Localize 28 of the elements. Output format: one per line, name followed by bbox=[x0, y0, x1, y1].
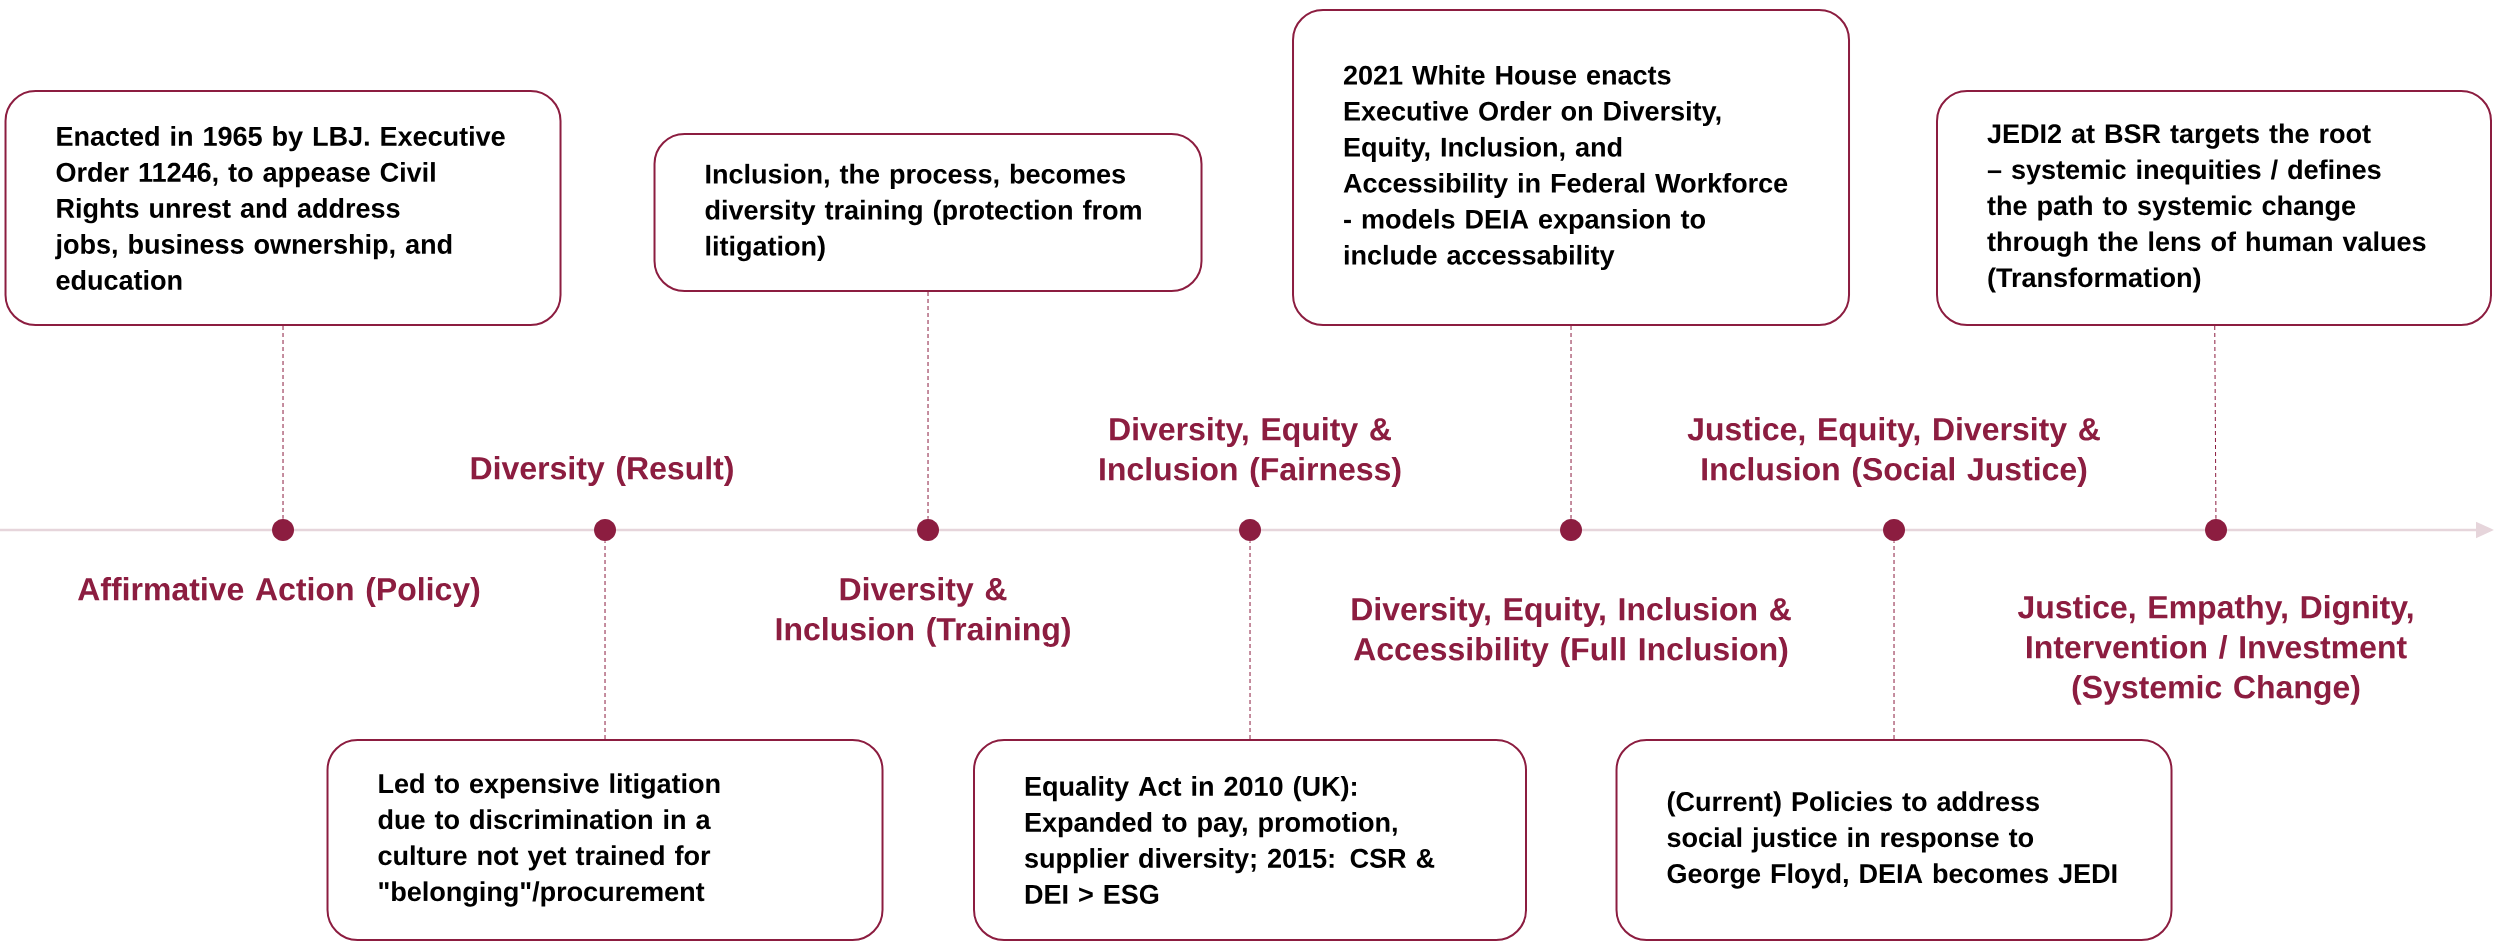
timeline-dot bbox=[1883, 519, 1905, 541]
leader-line bbox=[604, 540, 606, 740]
event-box: 2021 White House enacts Executive Order on Diversity, Equity, Inclusion, and Accessibility in Federal Workforce - models DEIA expansion to include accessability bbox=[1292, 9, 1850, 326]
stage-label: Diversity, Equity & Inclusion (Fairness) bbox=[1100, 417, 1401, 487]
stage-label: Justice, Equity, Diversity & Inclusion (Social Justice) bbox=[1687, 417, 2100, 487]
stage-label: Diversity (Result) bbox=[471, 456, 733, 486]
event-box: Inclusion, the process, becomes diversity training (protection from litigation) bbox=[653, 133, 1203, 292]
timeline-dot bbox=[2205, 519, 2227, 541]
timeline-dot bbox=[272, 519, 294, 541]
event-box: Equality Act in 2010 (UK): Expanded to pay, promotion, supplier diversity; 2015: CSR & DEI > ESG bbox=[973, 739, 1527, 941]
timeline-dot bbox=[1560, 519, 1582, 541]
event-box: (Current) Policies to address social justice in response to George Floyd, DEIA becomes JEDI bbox=[1615, 739, 2173, 941]
event-box: Led to expensive litigation due to discrimination in a culture not yet trained for "belonging"/procurement bbox=[326, 739, 884, 941]
timeline-dot bbox=[594, 519, 616, 541]
stage-label: Affirmative Action (Policy) bbox=[78, 577, 480, 607]
event-box: JEDI2 at BSR targets the root – systemic inequities / defines the path to systemic change through the lens of human values (Transformation) bbox=[1936, 90, 2492, 326]
leader-line bbox=[927, 291, 929, 520]
leader-line bbox=[1249, 540, 1251, 740]
leader-line bbox=[2214, 325, 2217, 520]
timeline-dot bbox=[917, 519, 939, 541]
leader-line bbox=[282, 325, 284, 520]
stage-label: Justice, Empathy, Dignity, Intervention / Investment (Systemic Change) bbox=[2017, 595, 2413, 705]
stage-label: Diversity, Equity, Inclusion & Accessibility (Full Inclusion) bbox=[1352, 597, 1791, 667]
stage-label: Diversity & Inclusion (Training) bbox=[776, 577, 1070, 647]
leader-line bbox=[1893, 540, 1895, 740]
timeline-dot bbox=[1239, 519, 1261, 541]
leader-line bbox=[1570, 325, 1572, 520]
event-box: Enacted in 1965 by LBJ. Executive Order 11246, to appease Civil Rights unrest and address jobs, business ownership, and education bbox=[4, 90, 562, 326]
